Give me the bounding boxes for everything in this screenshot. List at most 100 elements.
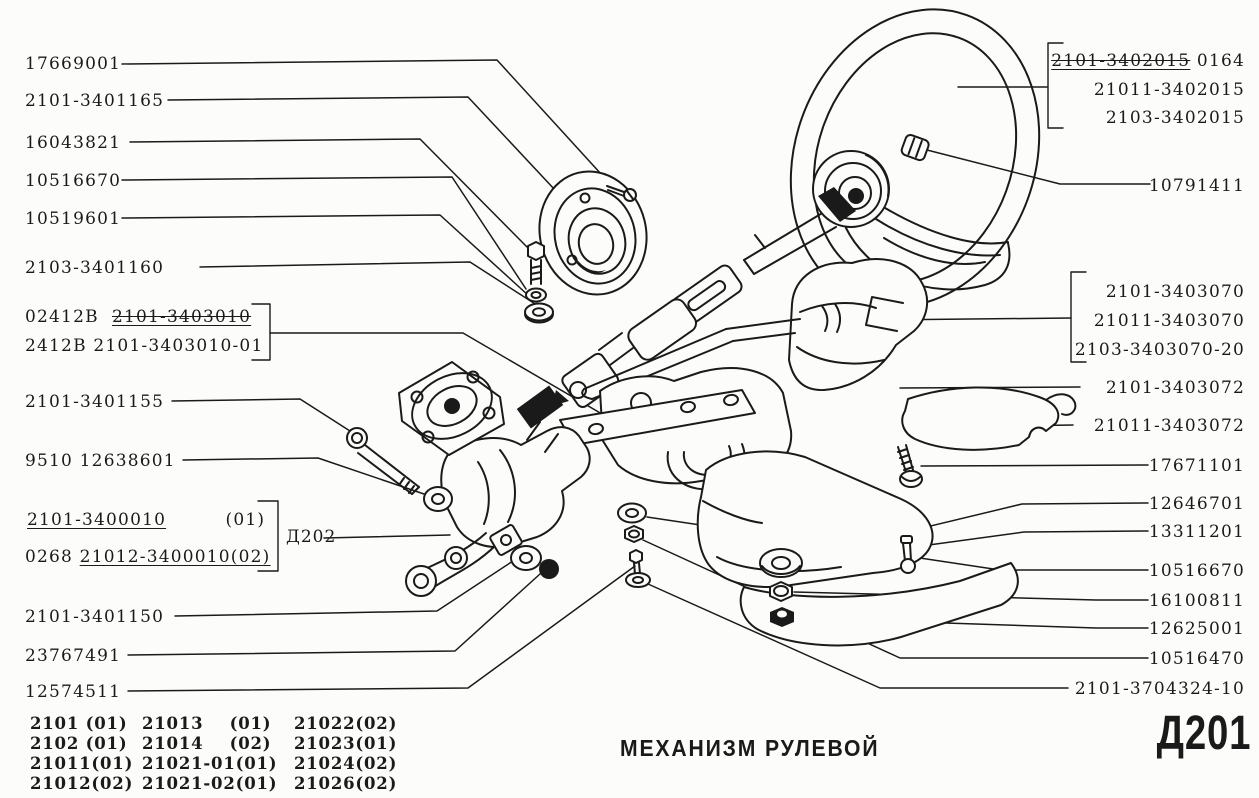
- leader-line: [167, 96, 571, 207]
- leader-line: [121, 176, 527, 290]
- group-bracket: [251, 303, 271, 361]
- part-label: 17669001: [25, 54, 121, 74]
- part-number: 21011-3402015: [1093, 80, 1245, 100]
- flange-screw: [606, 185, 637, 202]
- part-number: 21011-3403070: [1093, 311, 1245, 331]
- part-number: 2412В 2101-3403010-01: [25, 336, 264, 356]
- leader-line: [129, 138, 528, 248]
- part-label: 2101-3704324-10: [1075, 679, 1245, 699]
- model-cell: 21021-01(01): [142, 754, 278, 773]
- part-label: 2101-3401165: [25, 91, 164, 111]
- column-cover-strip: [901, 386, 1077, 451]
- column-lower-cover: [696, 450, 934, 588]
- grouping-brackets: [251, 42, 1087, 572]
- model-cell: 2102 (01): [30, 734, 128, 753]
- page-code: Д201: [1156, 707, 1251, 760]
- part-number: 16043821: [25, 133, 122, 153]
- part-number: 13311201: [1148, 522, 1245, 542]
- leader-line: [127, 573, 541, 656]
- part-number: 0268: [25, 547, 80, 567]
- part-number: 17671101: [1148, 456, 1245, 476]
- upper-bolt: [527, 241, 545, 285]
- part-label: 12574511: [25, 682, 121, 702]
- leader-line: [199, 261, 544, 310]
- steering-gearbox: [398, 361, 591, 597]
- model-cell: 21012(02): [30, 774, 134, 793]
- part-label: 2101-3403072: [1106, 378, 1245, 398]
- leader-line: [920, 464, 1149, 467]
- model-cell: 21021-02(01): [142, 774, 278, 793]
- nut-small: [624, 525, 644, 543]
- pitman-washer: [510, 545, 542, 571]
- pitman-nut: [539, 559, 559, 579]
- leader-line: [121, 59, 613, 187]
- gearbox-bolt: [346, 427, 420, 495]
- part-label: 2101-3400010 (01): [27, 510, 265, 530]
- part-number: 10516670: [1148, 561, 1245, 581]
- part-label: 2103-3402015: [1106, 108, 1245, 128]
- leader-line: [323, 534, 451, 539]
- part-label: 10519601: [25, 209, 121, 229]
- part-label: 10791411: [1149, 176, 1245, 196]
- group-bracket: [1070, 271, 1087, 363]
- part-number: 2101-3400010: [27, 510, 167, 530]
- model-cell: 21014 (02): [142, 734, 272, 753]
- part-number: 2101-3401165: [25, 91, 165, 111]
- leader-line: [913, 530, 1149, 548]
- part-label: 12646701: [1149, 494, 1245, 514]
- part-number: 23767491: [25, 646, 122, 666]
- part-label: 2103-3403070-20: [1075, 340, 1245, 360]
- cover-screw: [897, 444, 923, 488]
- part-label: 10516670: [1149, 561, 1245, 581]
- model-applicability-table: 2101 (01)21013 (01)21022(02)2102 (01)210…: [30, 714, 397, 794]
- part-number: 2101-3401155: [25, 392, 165, 412]
- group-bracket: [257, 500, 279, 572]
- part-number: 2101-3403010: [111, 307, 252, 327]
- part-label: 21011-3403072: [1094, 416, 1245, 436]
- gearbox-washer: [423, 486, 453, 512]
- lock-plate: [489, 524, 523, 556]
- part-number: 10516670: [25, 171, 122, 191]
- part-label: 16043821: [25, 133, 121, 153]
- washer-small: [617, 502, 647, 524]
- part-number: 10791411: [1148, 176, 1245, 196]
- part-number: 02412В: [25, 307, 112, 327]
- part-number: 21012-3400010(02): [79, 547, 271, 567]
- part-number: 0164: [1190, 51, 1245, 71]
- steering-wheel-nut: [900, 133, 930, 162]
- part-label: 21011-3403070: [1094, 311, 1245, 331]
- leader-line: [171, 398, 351, 432]
- dark-nut: [770, 607, 794, 627]
- part-label: 9510 12638601: [25, 451, 176, 471]
- column-lower-shell: [739, 562, 1019, 647]
- part-number: 2103-3402015: [1105, 108, 1245, 128]
- steering-wheel-hub: [812, 150, 890, 228]
- part-label: 13311201: [1149, 522, 1245, 542]
- part-number: 10519601: [25, 209, 122, 229]
- part-number: 2103-3401160: [25, 258, 165, 278]
- steering-wheel-spokes: [845, 204, 1011, 291]
- model-cell: 21026(02): [294, 774, 398, 793]
- part-number: 2101-3704324-10: [1074, 679, 1245, 699]
- shaft-seal-flange: [538, 170, 648, 296]
- part-number: 2101-3403072: [1105, 378, 1245, 398]
- spring-washer: [525, 287, 547, 303]
- hex-nut: [769, 581, 793, 602]
- part-number: 16100811: [1148, 591, 1245, 611]
- part-number: 10516470: [1148, 649, 1245, 669]
- part-label: 2101-3401150: [25, 607, 164, 627]
- table-row: 21012(02) 21021-02(01) 21026(02): [30, 774, 397, 794]
- model-cell: 21023(01): [294, 734, 398, 753]
- pitman-arm: [405, 532, 496, 597]
- big-washer: [759, 548, 803, 578]
- part-label: 02412В 2101-3403010: [25, 307, 251, 327]
- part-label: 21011-3402015: [1094, 80, 1245, 100]
- part-number: 12646701: [1148, 494, 1245, 514]
- part-label: 10516470: [1149, 649, 1245, 669]
- table-row: 21011(01)21021-01(01)21024(02): [30, 754, 397, 774]
- leader-line: [926, 149, 1151, 185]
- part-number: 17669001: [25, 54, 122, 74]
- table-row: 2102 (01) 21014 (02) 21023(01): [30, 734, 397, 754]
